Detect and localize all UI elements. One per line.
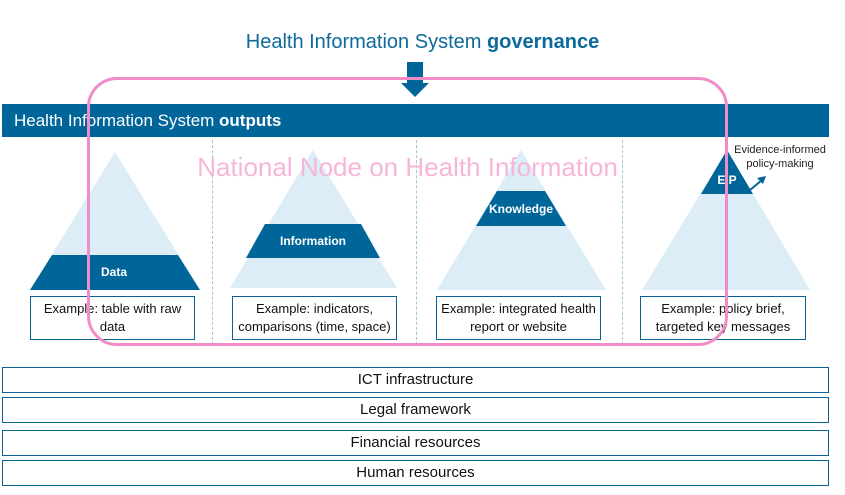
outputs-bar: Health Information System outputs xyxy=(2,104,829,137)
foundation-bar: ICT infrastructure xyxy=(2,367,829,393)
national-node-frame xyxy=(87,77,728,346)
example-box: Example: indicators, comparisons (time, … xyxy=(232,296,397,340)
pyramid-band-data xyxy=(30,255,200,290)
pyramid-label: Data xyxy=(101,265,127,279)
eip-arrow-icon xyxy=(749,179,763,191)
pyramid-label: Knowledge xyxy=(489,202,553,216)
governance-title: Health Information System governance xyxy=(0,31,845,54)
foundation-bar: Legal framework xyxy=(2,397,829,423)
example-box: Example: integrated health report or web… xyxy=(436,296,601,340)
foundation-bar: Human resources xyxy=(2,460,829,486)
overlay-label: National Node on Health Information xyxy=(197,152,618,182)
governance-title-bold: governance xyxy=(486,31,600,53)
pyramid-band-information xyxy=(246,224,380,258)
outputs-bar-bold: outputs xyxy=(219,111,282,130)
eip-arrowhead-icon xyxy=(757,176,766,184)
divider xyxy=(622,140,623,345)
divider xyxy=(416,140,417,345)
eip-note: Evidence-informed policy-making xyxy=(734,144,826,170)
governance-title-prefix: Health Information System xyxy=(245,31,487,53)
pyramid-band-knowledge xyxy=(476,191,566,226)
pyramid-label: Information xyxy=(280,234,346,248)
foundation-bar: Financial resources xyxy=(2,430,829,456)
outputs-bar-prefix: Health Information System xyxy=(14,111,220,130)
divider xyxy=(212,140,213,345)
